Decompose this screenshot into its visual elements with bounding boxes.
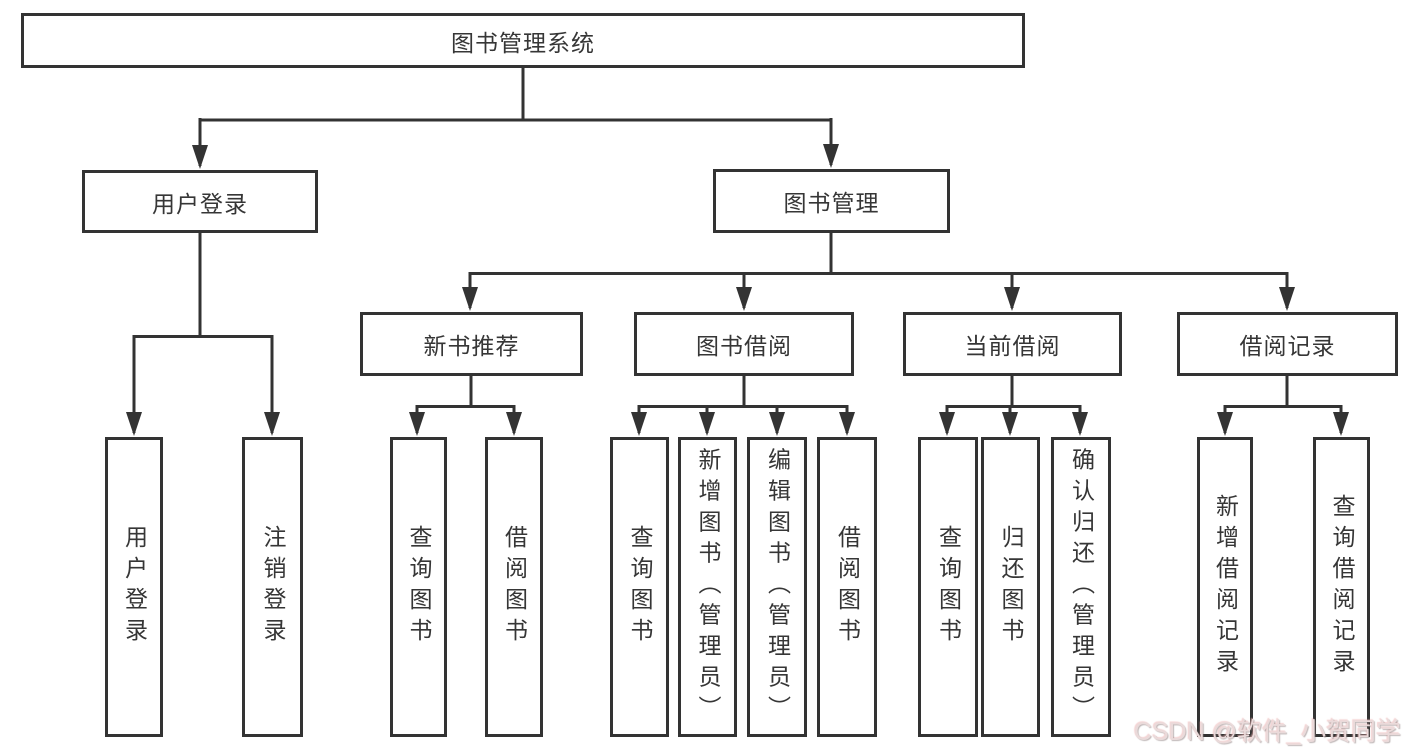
leaf-confirm-return-admin-label: 确认归还（管理员） [1068, 447, 1095, 727]
leaf-user-login: 用户登录 [105, 437, 163, 737]
leaf-query-borrow-record: 查询借阅记录 [1313, 437, 1370, 737]
csdn-watermark: CSDN @软件_小贺同学 [1133, 718, 1401, 746]
leaf-add-book-admin: 新增图书（管理员） [678, 437, 737, 737]
leaf-query-books-borrow: 查询图书 [610, 437, 669, 737]
leaf-borrow-books-label: 借阅图书 [834, 525, 861, 649]
leaf-query-books-recommend: 查询图书 [390, 437, 447, 737]
leaf-return-books: 归还图书 [981, 437, 1040, 737]
leaf-edit-book-admin: 编辑图书（管理员） [747, 437, 807, 737]
leaf-borrow-books: 借阅图书 [817, 437, 877, 737]
node-library-management-system: 图书管理系统 [21, 13, 1025, 68]
leaf-query-borrow-record-label: 查询借阅记录 [1329, 494, 1355, 680]
leaf-return-books-label: 归还图书 [998, 525, 1024, 649]
leaf-borrow-books-recommend-label: 借阅图书 [501, 525, 528, 649]
leaf-add-borrow-record: 新增借阅记录 [1197, 437, 1253, 737]
leaf-borrow-books-recommend: 借阅图书 [485, 437, 543, 737]
leaf-logout-label: 注销登录 [260, 525, 286, 649]
node-borrowing-records: 借阅记录 [1177, 312, 1398, 376]
leaf-add-book-admin-label: 新增图书（管理员） [695, 447, 721, 727]
leaf-query-books-borrow-label: 查询图书 [627, 525, 653, 649]
node-new-book-recommendation: 新书推荐 [360, 312, 583, 376]
leaf-user-login-label: 用户登录 [121, 525, 148, 649]
leaf-query-books-recommend-label: 查询图书 [406, 525, 432, 649]
node-user-login: 用户登录 [82, 170, 318, 233]
node-current-borrowing: 当前借阅 [903, 312, 1122, 376]
leaf-add-borrow-record-label: 新增借阅记录 [1212, 494, 1239, 680]
leaf-confirm-return-admin: 确认归还（管理员） [1051, 437, 1111, 737]
leaf-query-books-current: 查询图书 [918, 437, 978, 737]
node-book-borrowing: 图书借阅 [634, 312, 854, 376]
leaf-logout: 注销登录 [242, 437, 303, 737]
leaf-edit-book-admin-label: 编辑图书（管理员） [764, 447, 791, 727]
node-book-management: 图书管理 [713, 169, 950, 233]
leaf-query-books-current-label: 查询图书 [935, 525, 962, 649]
